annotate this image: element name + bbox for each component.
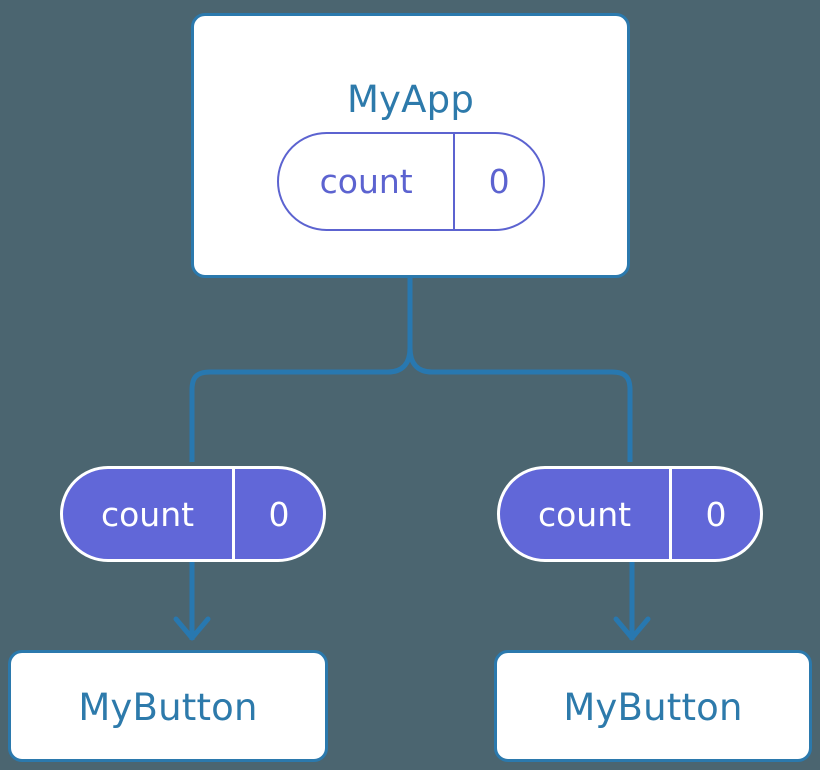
arrow-right-head-icon [613, 616, 651, 641]
props-pill-left-count[interactable]: count 0 [60, 466, 326, 562]
component-title-myapp: MyApp [346, 78, 475, 121]
state-pill-key: count [319, 162, 413, 201]
props-pill-key: count [100, 494, 195, 534]
props-pill-key: count [537, 494, 632, 534]
component-title-mybutton: MyButton [78, 686, 258, 729]
component-box-mybutton-left[interactable]: MyButton [8, 650, 328, 762]
component-title-mybutton: MyButton [563, 686, 743, 729]
state-pill-value: 0 [453, 134, 543, 229]
state-pill-myapp-count[interactable]: count 0 [277, 132, 545, 231]
props-pill-value: 0 [669, 469, 760, 559]
props-pill-right-count[interactable]: count 0 [497, 466, 763, 562]
edge-to-right-child [407, 347, 633, 462]
arrow-left-head-icon [173, 616, 211, 641]
component-box-mybutton-right[interactable]: MyButton [494, 650, 812, 762]
edge-to-left-child [189, 347, 413, 462]
props-pill-value: 0 [232, 469, 323, 559]
